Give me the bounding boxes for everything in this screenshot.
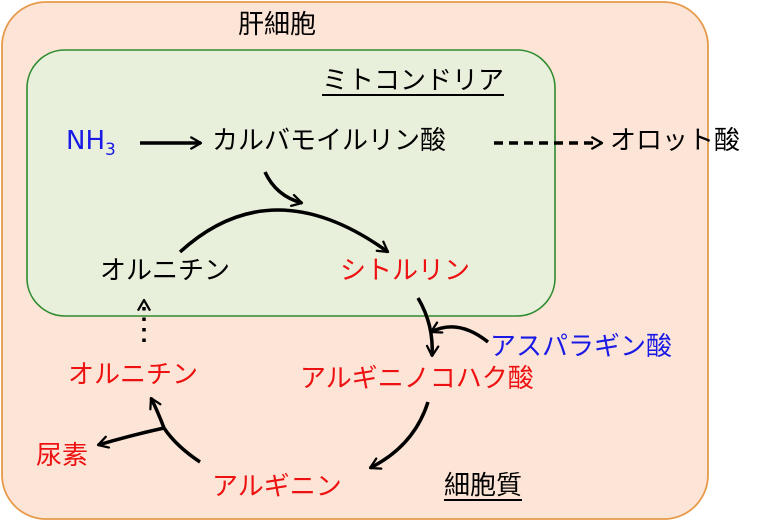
arginine-label: アルギニン [212,472,342,502]
argininosuccinic-acid-label: アルギニノコハク酸 [300,364,534,394]
orotic-acid-label: オロット酸 [610,126,741,156]
aspartate-joining-arrow [429,321,490,344]
mitochondria-label: ミトコンドリア [322,66,505,96]
hepatocyte-label: 肝細胞 [238,10,317,40]
ammonia-label: NH3 [66,128,116,159]
arginine-to-ornithine-arrow [149,396,166,429]
cytoplasm-label: 細胞質 [444,471,523,501]
arginine-to-urea-arrow [96,426,165,449]
aspartic-acid-label: アスパラギン酸 [490,332,673,362]
ornithine-to-citrulline-arc [178,208,390,254]
mitochondria-region [26,49,556,317]
urea-label: 尿素 [36,441,89,471]
ammonia-main: NH [66,126,105,156]
citrulline-to-argininosuccinate-arrow [416,297,440,358]
arginine-split-arrow-stem [162,427,201,464]
carbamoyl-to-citrulline-arrow [263,171,304,207]
ammonia-subscript: 3 [105,140,116,160]
ornithine-mitochondria-label: オルニチン [100,256,231,286]
argininosuccinate-to-arginine-arrow [368,401,430,470]
carbamoyl-phosphate-label: カルバモイルリン酸 [212,126,447,156]
ornithine-cytoplasm-label: オルニチン [68,360,199,390]
citrulline-label: シトルリン [340,256,471,286]
